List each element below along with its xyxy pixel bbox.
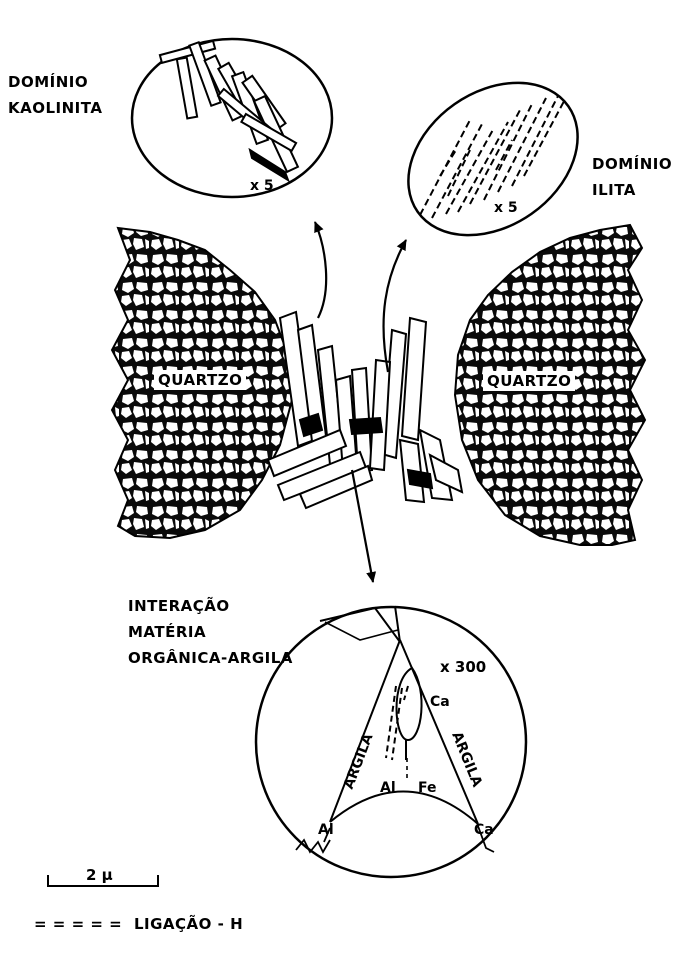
quartz-label-left: QUARTZO xyxy=(154,370,246,390)
ion-al-inner: Al xyxy=(380,780,396,796)
scale-bar-label: 2 µ xyxy=(86,866,113,884)
illite-domain-label: DOMÍNIO ILITA xyxy=(592,151,672,203)
legend-hbond-symbol: = = = = = xyxy=(34,915,122,933)
illite-domain-label-line1: DOMÍNIO xyxy=(592,151,672,177)
kaolinite-domain-label-line1: DOMÍNIO xyxy=(8,69,102,95)
scale-bar: 2 µ xyxy=(48,866,158,886)
ion-al-outer: Al xyxy=(318,822,334,838)
illite-domain-label-line2: ILITA xyxy=(592,177,672,203)
kaolinite-domain-label-line2: KAOLINITA xyxy=(8,95,102,121)
ion-ca-top: Ca xyxy=(430,694,450,710)
ion-ca-outer: Ca xyxy=(474,822,494,838)
ion-fe-inner: Fe xyxy=(418,780,437,796)
legend-hbond-label: LIGAÇÃO - H xyxy=(134,915,243,933)
interaction-magnification-label: x 300 xyxy=(440,658,486,676)
kaolinite-domain-inset: x 5 xyxy=(132,39,332,197)
arrow-to-interaction xyxy=(352,470,373,582)
interaction-label-line3: ORGÂNICA-ARGILA xyxy=(128,645,293,671)
legend: = = = = = LIGAÇÃO - H xyxy=(34,915,243,933)
quartz-label-right: QUARTZO xyxy=(483,371,575,391)
interaction-label-line1: INTERAÇÃO xyxy=(128,593,293,619)
organic-clay-interaction-inset: x 300 Ca Al Fe Al Ca ARGILA ARGILA xyxy=(256,606,526,877)
clay-platelets-bridge xyxy=(268,312,462,508)
kaolinite-domain-label: DOMÍNIO KAOLINITA xyxy=(8,69,102,121)
kaolinite-magnification-label: x 5 xyxy=(250,178,274,194)
interaction-label-line2: MATÉRIA xyxy=(128,619,293,645)
illite-magnification-label: x 5 xyxy=(494,200,518,216)
arrow-to-kaolinite xyxy=(315,222,326,318)
illite-domain-inset: x 5 xyxy=(379,51,607,266)
interaction-label: INTERAÇÃO MATÉRIA ORGÂNICA-ARGILA xyxy=(128,593,293,671)
